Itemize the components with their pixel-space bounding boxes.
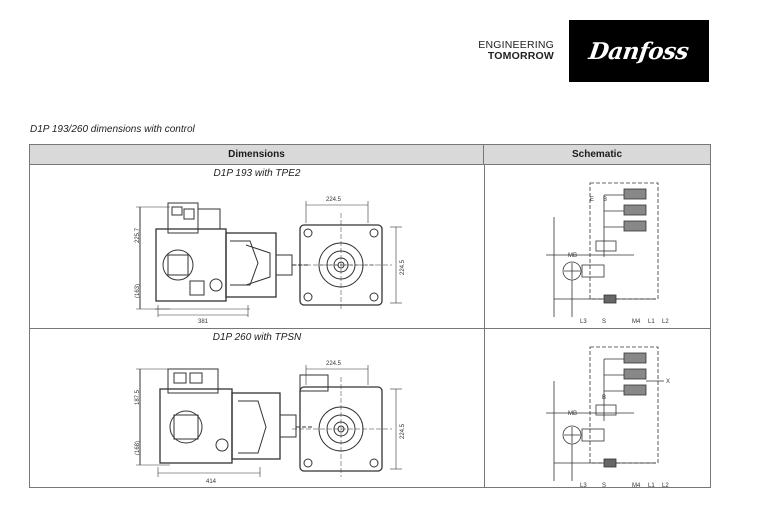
dim-height-top-260: 187.5 — [135, 389, 141, 405]
schem-label-l3: L3 — [580, 319, 587, 323]
schem-260-label-s: S — [602, 483, 606, 487]
schem-260-label-l3: L3 — [580, 483, 587, 487]
schem-label-s: S — [602, 319, 606, 323]
schematic-260: X B MB L3 S M4 L1 L2 — [546, 346, 670, 487]
dim-width-260: 224.5 — [326, 361, 342, 367]
row-title-260: D1P 260 with TPSN — [212, 332, 302, 343]
header-schematic: Schematic — [484, 145, 710, 165]
dim-width: 224.5 — [326, 197, 342, 203]
dim-length-260: 414 — [206, 479, 217, 485]
brand-tagline: ENGINEERING TOMORROW — [474, 40, 554, 62]
pump-260-side-drawing: 187.5 (168) 414 — [135, 368, 312, 485]
dimensions-table: Dimensions Schematic D1P 193 with TPE2 D… — [29, 144, 711, 488]
column-divider — [484, 165, 485, 487]
schem-label-l1: L1 — [648, 319, 655, 323]
pump-260-front-drawing: 224.5 224.5 — [292, 361, 406, 477]
schem-label-m4: M4 — [632, 319, 641, 323]
row-title-193: D1P 193 with TPE2 — [213, 168, 301, 179]
dim-side-height-260: 224.5 — [400, 423, 406, 439]
row-divider — [30, 328, 710, 329]
schem-260-label-m4: M4 — [632, 483, 641, 487]
schem-260-label-b: B — [602, 395, 606, 401]
schem-260-label-mb: MB — [568, 411, 577, 417]
schematic-193: E B MB L3 S M4 L1 L2 — [546, 182, 669, 323]
schem-260-label-l1: L1 — [648, 483, 655, 487]
dim-height-bottom-260: (168) — [135, 441, 141, 455]
schem-label-e: E — [590, 197, 594, 203]
pump-193-front-drawing: 224.5 224.5 — [292, 197, 406, 311]
dim-length: 381 — [198, 319, 209, 325]
logo-wordmark: Danfoss — [587, 37, 691, 65]
tagline-line-1: ENGINEERING — [478, 39, 554, 51]
dim-height-top: 225.7 — [135, 227, 141, 243]
dim-side-height: 224.5 — [400, 259, 406, 275]
schem-260-label-x: X — [666, 379, 670, 385]
tagline-line-2: TOMORROW — [487, 50, 554, 62]
schem-label-l2: L2 — [662, 319, 669, 323]
schem-label-mb: MB — [568, 253, 577, 259]
schem-label-b: B — [603, 197, 607, 203]
dim-height-bottom: (163) — [135, 284, 141, 298]
schem-260-label-l2: L2 — [662, 483, 669, 487]
danfoss-logo: Danfoss — [569, 20, 709, 82]
header-dimensions: Dimensions — [30, 145, 484, 165]
section-title: D1P 193/260 dimensions with control — [30, 124, 195, 135]
